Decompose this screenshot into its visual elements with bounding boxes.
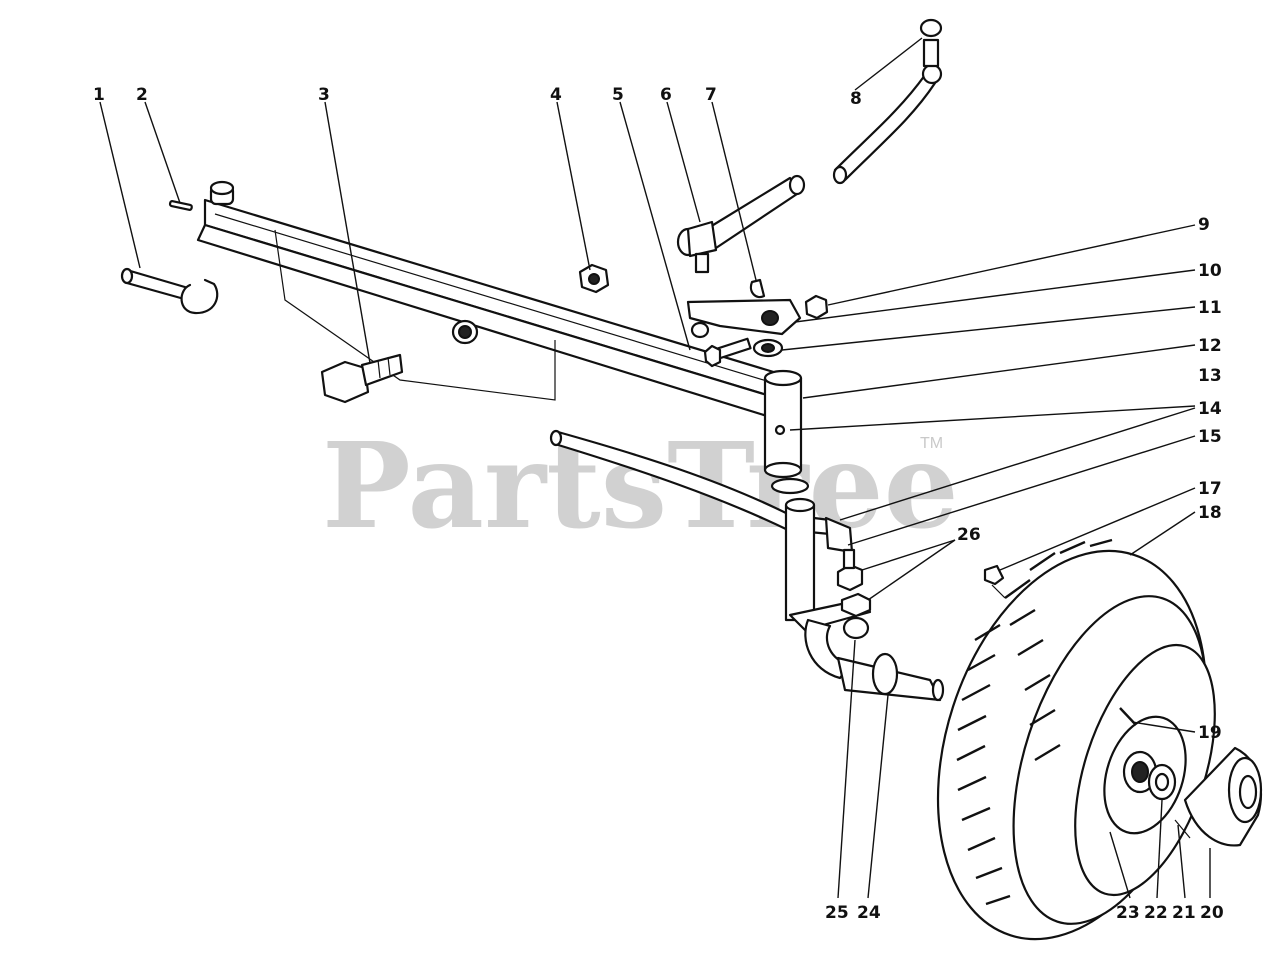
cotter-pin (168, 200, 193, 211)
callout-17: 17 (1198, 479, 1222, 499)
hub-cap (1183, 746, 1263, 847)
callout-20: 20 (1200, 903, 1224, 923)
leader-lines (99, 37, 1211, 899)
pivot-pin (120, 267, 219, 315)
nut-9 (804, 294, 829, 320)
watermark-logo: PartsTree (322, 416, 959, 555)
callout-21: 21 (1172, 903, 1196, 923)
callout-8: 8 (850, 89, 862, 109)
callout-2: 2 (136, 85, 148, 105)
steering-arm (686, 298, 802, 339)
callout-10: 10 (1198, 261, 1222, 281)
cotter-pin-21 (1174, 819, 1191, 839)
callout-3: 3 (318, 85, 330, 105)
callout-14: 14 (1198, 399, 1222, 419)
callout-5: 5 (612, 85, 624, 105)
callout-4: 4 (550, 85, 562, 105)
tie-rod-bolt-26 (836, 548, 872, 640)
callout-1: 1 (93, 85, 105, 105)
callout-19: 19 (1198, 723, 1222, 743)
callout-23: 23 (1116, 903, 1140, 923)
woodruff-key (749, 278, 766, 299)
callout-22: 22 (1144, 903, 1168, 923)
drag-link (832, 18, 943, 185)
bushing-11 (752, 338, 784, 358)
callout-25: 25 (825, 903, 849, 923)
callout-12: 12 (1198, 336, 1222, 356)
callout-11: 11 (1198, 298, 1222, 318)
watermark-trademark: TM (920, 435, 943, 452)
callout-18: 18 (1198, 503, 1222, 523)
pivot-bolt (320, 319, 479, 404)
callout-7: 7 (705, 85, 717, 105)
callout-15: 15 (1198, 427, 1222, 447)
grease-fitting (983, 564, 1006, 599)
callout-9: 9 (1198, 215, 1210, 235)
callout-6: 6 (660, 85, 672, 105)
callout-26: 26 (957, 525, 981, 545)
axle-beam (196, 180, 802, 422)
callout-24: 24 (857, 903, 881, 923)
bolt-5 (703, 337, 752, 368)
wheel-hub (1103, 707, 1187, 835)
lock-nut (578, 263, 610, 294)
callout-13: 13 (1198, 366, 1222, 386)
spindle-tube (763, 369, 810, 495)
tie-rod-end (676, 174, 806, 274)
callout-labels: 1 2 3 4 5 6 7 8 9 10 11 12 13 14 15 17 1… (93, 85, 1224, 923)
spindle (784, 497, 945, 702)
